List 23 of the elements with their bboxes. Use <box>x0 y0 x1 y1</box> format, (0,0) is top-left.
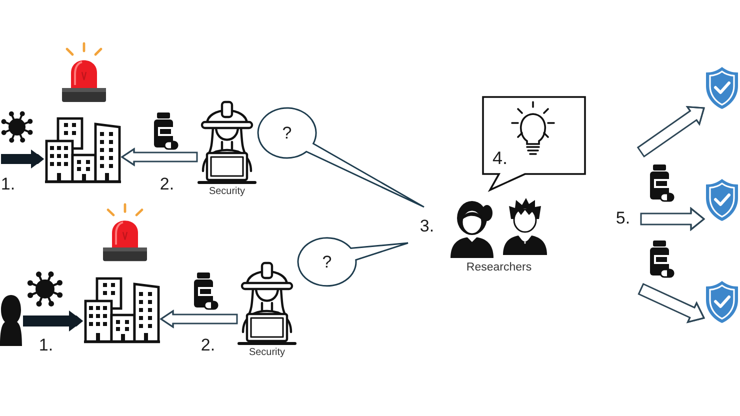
arrow <box>160 310 238 328</box>
role-label: Security <box>208 187 246 197</box>
question-mark: ? <box>322 254 332 270</box>
step-number: 3. <box>420 218 434 234</box>
role-label: Researchers <box>466 262 532 274</box>
step-number: 2. <box>160 176 174 192</box>
shield-check-icon <box>705 280 739 324</box>
arrow <box>636 106 705 158</box>
shield-check-icon <box>705 178 739 222</box>
step-number: 5. <box>616 210 630 226</box>
question-mark: ? <box>282 124 292 142</box>
step-number: 2. <box>200 336 216 354</box>
step-number: 1. <box>0 176 16 192</box>
shield-check-icon <box>705 66 739 110</box>
arrow <box>638 283 705 324</box>
office-buildings-icon <box>45 117 121 183</box>
step-number: 4. <box>492 149 508 167</box>
arrow <box>121 148 198 166</box>
office-buildings-icon <box>84 277 160 343</box>
hooded-person-icon <box>0 294 22 346</box>
step-number: 1. <box>38 336 54 354</box>
arrow <box>640 206 705 232</box>
role-label: Security <box>248 348 286 358</box>
